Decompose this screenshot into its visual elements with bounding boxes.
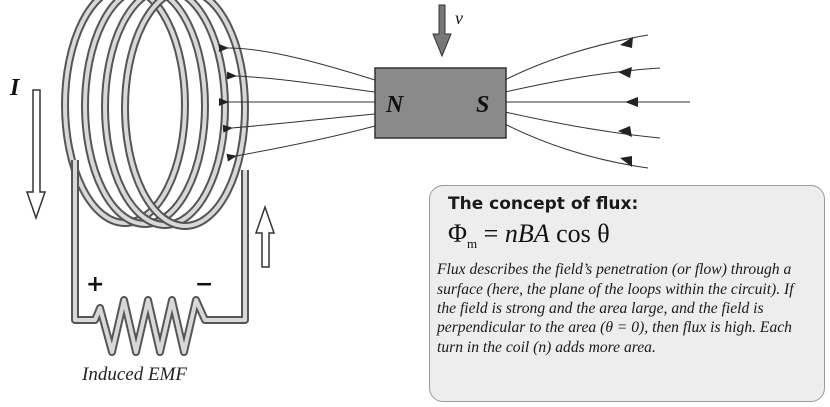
field-arrowhead [620, 37, 633, 48]
field-arrowheads [618, 37, 638, 167]
flux-box-title: The concept of flux: [448, 194, 639, 214]
field-line-left [218, 43, 376, 81]
coil-loop [63, 0, 187, 225]
minus-sign: − [195, 272, 213, 297]
field-line-right [504, 111, 661, 139]
field-arrowhead [620, 156, 632, 167]
field-line-left [226, 125, 376, 162]
equation-equals: = [477, 219, 505, 248]
field-arrowhead [625, 97, 638, 107]
flux-symbol: Φ [448, 219, 468, 248]
field-lines [218, 34, 690, 169]
circuit-wire [71, 160, 249, 356]
field-line-right [504, 67, 661, 93]
flux-description: Flux describes the field’s penetration (… [437, 261, 794, 356]
current-down-arrow [25, 89, 47, 221]
south-pole-label: S [476, 92, 489, 118]
velocity-label: v [455, 8, 463, 28]
velocity-arrow [432, 4, 452, 58]
flux-concept-box: The concept of flux: Φm = nBA cos θ Flux… [429, 185, 825, 402]
flux-subscript: m [467, 236, 478, 252]
bar-magnet [374, 67, 507, 139]
field-line-left [226, 71, 376, 93]
field-line-right [504, 123, 649, 169]
coil-loop [83, 0, 207, 226]
field-arrowhead [618, 126, 632, 137]
field-line-right [504, 34, 649, 81]
flux-equation: Φm = nBA cos θ [448, 220, 814, 258]
current-label: I [9, 75, 21, 101]
plus-sign: + [86, 272, 104, 297]
field-arrowhead [618, 67, 632, 78]
equation-nba: nBA [504, 219, 550, 248]
current-up-arrow [254, 204, 276, 268]
north-pole-label: N [385, 92, 405, 118]
coil-loop [103, 0, 227, 227]
field-line-left [222, 113, 376, 133]
coil-loop [123, 0, 247, 228]
coil [61, 0, 249, 230]
equation-cos: cos θ [549, 219, 610, 248]
induced-emf-label: Induced EMF [81, 364, 187, 385]
